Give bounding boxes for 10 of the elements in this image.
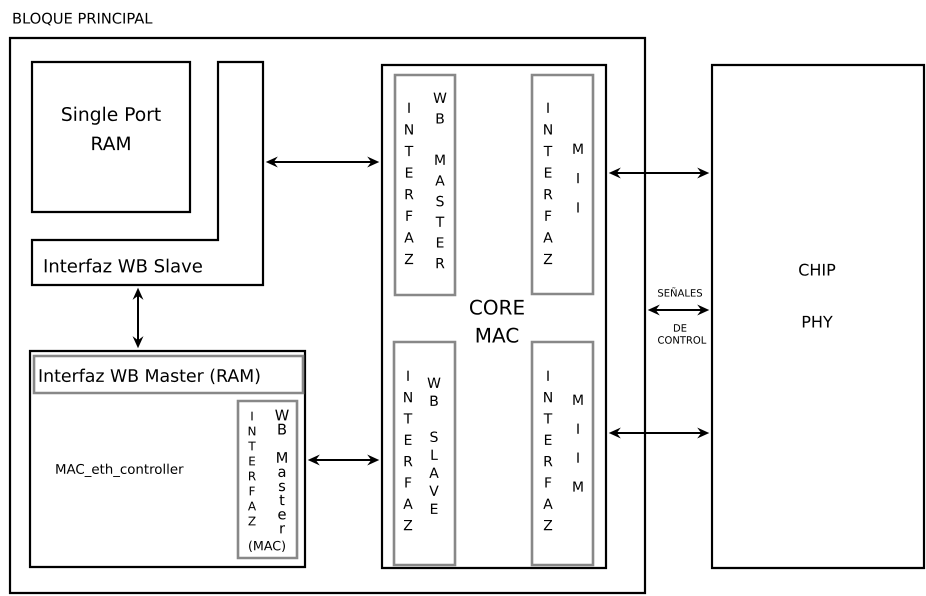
chip-box: CHIP PHY xyxy=(710,64,926,570)
memory-box: Single Port RAM xyxy=(30,60,192,214)
signal-label: SEÑALES xyxy=(658,287,702,297)
interface-box: INTERFAZ WB SLAVE xyxy=(392,340,456,566)
interface-box: INTERFAZ WB Master (MAC) xyxy=(236,400,298,560)
node-label: BLOQUE PRINCIPAL xyxy=(13,12,152,26)
interface-box: INTERFAZ MIIM xyxy=(530,340,594,566)
interface-box: INTERFAZ MII xyxy=(530,74,594,296)
interface-box: Interfaz WB Master (RAM) xyxy=(32,354,304,394)
interface-box: INTERFAZ WB MASTER xyxy=(394,74,456,296)
